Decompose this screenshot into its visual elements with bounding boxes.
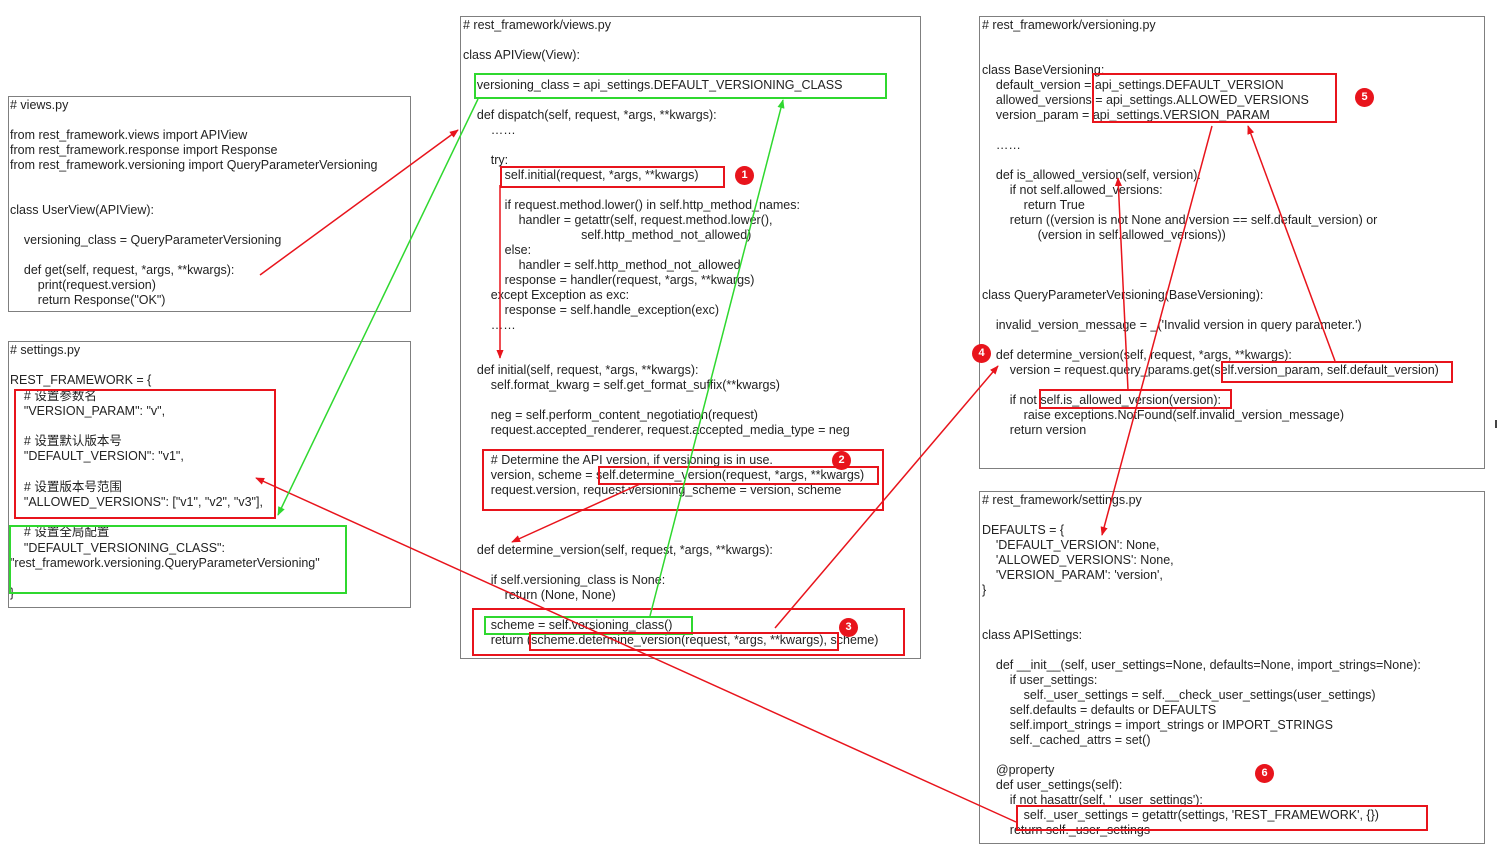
highlight-query-params-get-args [1221,361,1453,383]
versioning-py-line: # rest_framework/versioning.py [982,18,1156,32]
step-badge-4: 4 [972,344,991,363]
versioning-py-line: return version [982,423,1087,437]
rf-settings-py-line: self._user_settings = self.__check_user_… [982,688,1376,702]
views-py-line: print(request.version) [10,278,156,292]
rf-settings-py-line: def __init__(self, user_settings=None, d… [982,658,1421,672]
apiview-line: try: [463,153,509,167]
highlight-default-versioning-class [9,525,347,594]
settings-py-line: "ALLOWED_VERSIONS": ["v1", "v2", "v3"], [10,495,263,509]
rf-settings-py-line: } [982,583,987,597]
rf-settings-py-line: if user_settings: [982,673,1098,687]
apiview-line: if self.versioning_class is None: [463,573,666,587]
apiview-line: self.format_kwarg = self.get_format_suff… [463,378,780,392]
apiview-line: return (None, None) [463,588,616,602]
versioning-py-line: version_param = api_settings.VERSION_PAR… [982,108,1270,122]
views-py-line: class UserView(APIView): [10,203,155,217]
rf-settings-py-line: 'ALLOWED_VERSIONS': None, [982,553,1174,567]
apiview-line: response = self.handle_exception(exc) [463,303,720,317]
apiview-line: self.http_method_not_allowed) [463,228,752,242]
views-py-line: return Response("OK") [10,293,166,307]
settings-py-line: REST_FRAMEWORK = { [10,373,152,388]
settings-py-line: "DEFAULT_VERSIONING_CLASS": [10,540,225,555]
apiview-line: request.accepted_renderer, request.accep… [463,423,850,437]
apiview-line: response = handler(request, *args, **kwa… [463,273,755,287]
rf-settings-py-line: def user_settings(self): [982,778,1123,792]
rf-settings-py-line: # rest_framework/settings.py [982,493,1142,507]
apiview-line: if request.method.lower() in self.http_m… [463,198,800,212]
apiview-line: else: [463,243,532,257]
apiview-line: …… [463,318,516,332]
versioning-py-line: return ((version is not None and version… [982,213,1378,227]
versioning-py-line: (version in self.allowed_versions)) [982,228,1226,242]
rf-settings-py-line: self.import_strings = import_strings or … [982,718,1333,732]
versioning-py-line: invalid_version_message = _('Invalid ver… [982,318,1362,332]
rf-settings-py-line: self._user_settings = getattr(settings, … [982,808,1379,822]
versioning-py-panel [979,16,1485,469]
versioning-py-line: return True [982,198,1085,212]
highlight-is-allowed-version [1039,389,1232,409]
versioning-py-line: class BaseVersioning: [982,63,1105,77]
apiview-line: neg = self.perform_content_negotiation(r… [463,408,758,422]
step-badge-1: 1 [735,166,754,185]
rf-settings-py-line: self._cached_attrs = set() [982,733,1151,747]
settings-py-line: # 设置版本号范围 [10,479,122,494]
views-py-line: from rest_framework.views import APIView [10,128,248,142]
views-py-line: versioning_class = QueryParameterVersion… [10,233,282,247]
step-badge-3: 3 [839,618,858,637]
apiview-line: # rest_framework/views.py [463,18,611,32]
highlight-user-settings [14,389,276,519]
apiview-line: class APIView(View): [463,48,580,62]
apiview-line: handler = getattr(self, request.method.l… [463,213,773,227]
edge-marker [1495,420,1497,428]
highlight-versioning-class-attr [474,73,887,99]
versioning-py-line: def is_allowed_version(self, version): [982,168,1201,182]
apiview-line: handler = self.http_method_not_allowed [463,258,741,272]
settings-py-line: # 设置参数名 [10,388,97,403]
rf-settings-py-line: @property [982,763,1055,777]
settings-py-line: "DEFAULT_VERSION": "v1", [10,449,184,464]
highlight-getattr-rest-framework [1016,805,1428,831]
rf-settings-py-line: class APISettings: [982,628,1083,642]
apiview-line: except Exception as exc: [463,288,630,302]
rf-settings-py-line: 'VERSION_PARAM': 'version', [982,568,1163,582]
rf-settings-py-panel [979,491,1485,844]
rf-settings-py-line: DEFAULTS = { [982,523,1065,537]
rf-settings-py-line: 'DEFAULT_VERSION': None, [982,538,1160,552]
step-badge-2: 2 [832,451,851,470]
apiview-line: versioning_class = api_settings.DEFAULT_… [463,78,843,92]
views-py-line: # views.py [10,98,69,112]
versioning-py-line: …… [982,138,1021,152]
views-py-line: def get(self, request, *args, **kwargs): [10,263,235,277]
views-py-line: from rest_framework.versioning import Qu… [10,158,378,172]
highlight-base-versioning-attrs [1092,73,1337,123]
highlight-self-initial [500,166,725,188]
versioning-py-line: if not self.allowed_versions: [982,183,1163,197]
settings-py-line: "rest_framework.versioning.QueryParamete… [10,555,320,570]
apiview-line: def initial(self, request, *args, **kwar… [463,363,699,377]
settings-py-line: # settings.py [10,343,81,357]
apiview-line: def determine_version(self, request, *ar… [463,543,773,557]
versioning-py-line: default_version = api_settings.DEFAULT_V… [982,78,1284,92]
settings-py-line: # 设置全局配置 [10,525,110,540]
versioning-py-line: class QueryParameterVersioning(BaseVersi… [982,288,1264,302]
versioning-py-line: allowed_versions = api_settings.ALLOWED_… [982,93,1309,107]
step-badge-5: 5 [1355,88,1374,107]
step-badge-6: 6 [1255,764,1274,783]
versioning-py-line: raise exceptions.NotFound(self.invalid_v… [982,408,1344,422]
settings-py-line: "VERSION_PARAM": "v", [10,403,166,418]
apiview-line: …… [463,123,516,137]
views-py-line: from rest_framework.response import Resp… [10,143,278,157]
apiview-line: def dispatch(self, request, *args, **kwa… [463,108,717,122]
rf-settings-py-line: self.defaults = defaults or DEFAULTS [982,703,1217,717]
settings-py-line: # 设置默认版本号 [10,434,122,449]
highlight-scheme-determine-version [529,632,839,651]
